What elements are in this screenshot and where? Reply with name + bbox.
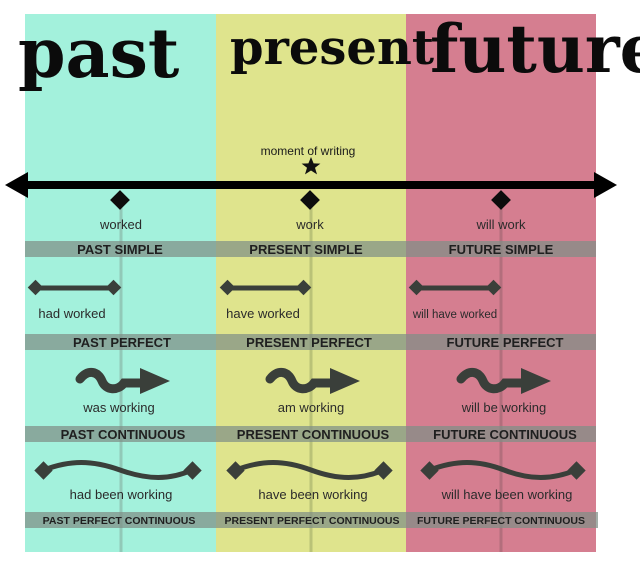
future-column: [406, 14, 596, 552]
present-simple-band-label: PRESENT SIMPLE: [249, 242, 363, 257]
present-heading: present: [230, 20, 434, 76]
future-perfect-continuous-wave-icon: [420, 460, 586, 480]
future-continuous-form: will be working: [461, 400, 547, 415]
present-perfect-form: have worked: [226, 306, 300, 321]
perfect-band: [25, 334, 596, 350]
star-icon: [301, 157, 321, 175]
past-heading: past: [18, 14, 180, 94]
past-point-marker: [110, 190, 130, 210]
future-continuous-band-label: FUTURE CONTINUOUS: [433, 427, 577, 442]
past-perfect-continuous-band-label: PAST PERFECT CONTINUOUS: [43, 515, 196, 527]
present-continuous-form: am working: [278, 400, 344, 415]
continuous-band: [25, 426, 596, 442]
past-simple-band-label: PAST SIMPLE: [77, 242, 163, 257]
perfect-continuous-band: [25, 512, 598, 528]
timeline-left-arrowhead: [5, 172, 28, 198]
present-column: [216, 14, 406, 552]
past-perfect-continuous-form: had been working: [70, 487, 173, 502]
past-perfect-form: had worked: [38, 306, 105, 321]
present-continuous-band-label: PRESENT CONTINUOUS: [237, 427, 390, 442]
present-point-marker: [300, 190, 320, 210]
present-perfect-band-label: PRESENT PERFECT: [246, 335, 372, 350]
past-perfect-band-label: PAST PERFECT: [73, 335, 171, 350]
present-perfect-continuous-band-label: PRESENT PERFECT CONTINUOUS: [224, 515, 399, 527]
simple-band: [25, 241, 596, 257]
future-perfect-band-label: FUTURE PERFECT: [447, 335, 564, 350]
present-simple-form: work: [295, 217, 324, 232]
past-continuous-form: was working: [82, 400, 155, 415]
past-column: [25, 14, 216, 552]
past-continuous-band-label: PAST CONTINUOUS: [61, 427, 186, 442]
present-perfect-continuous-wave-icon: [226, 460, 393, 480]
present-perfect-continuous-form: have been working: [258, 487, 367, 502]
future-point-marker: [491, 190, 511, 210]
future-perfect-continuous-form: will have been working: [441, 487, 573, 502]
past-continuous-wave-arrow-icon: [75, 368, 170, 394]
present-continuous-wave-arrow-icon: [265, 368, 360, 394]
future-continuous-wave-arrow-icon: [456, 368, 551, 394]
future-heading: future: [430, 10, 640, 88]
future-perfect-continuous-band-label: FUTURE PERFECT CONTINUOUS: [417, 515, 585, 527]
past-perfect-continuous-wave-icon: [34, 460, 202, 480]
future-perfect-form: will have worked: [412, 309, 497, 321]
past-simple-form: worked: [99, 217, 142, 232]
moment-of-writing-label: moment of writing: [261, 144, 356, 158]
timeline-right-arrowhead: [594, 172, 617, 198]
future-simple-band-label: FUTURE SIMPLE: [449, 242, 554, 257]
future-simple-form: will work: [475, 217, 526, 232]
